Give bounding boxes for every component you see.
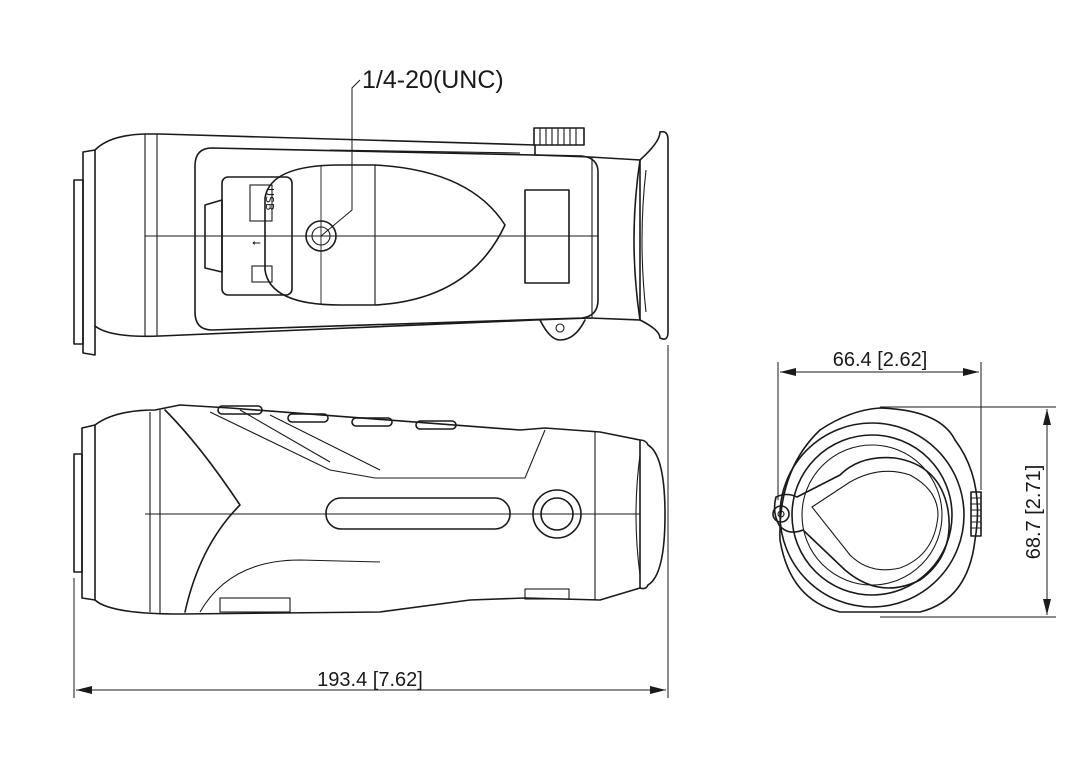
- port-door-hinge: [204, 199, 223, 273]
- lanyard-lug: [539, 319, 586, 341]
- cap-hole-inner: [777, 510, 785, 518]
- focus-knob-ridges: [539, 128, 577, 145]
- up-button: [351, 417, 393, 427]
- front-knob: [970, 491, 982, 537]
- usb-port: [249, 184, 273, 222]
- eyecup-inner: [633, 159, 641, 321]
- deck-lines: [239, 409, 381, 471]
- dim-height-arrow-bottom: [1043, 599, 1051, 615]
- lower-curve: [199, 559, 381, 613]
- dim-width-arrow-right: [963, 368, 979, 376]
- dim-width-text: 66.4 [2.62]: [833, 349, 928, 371]
- usb-label: USB: [263, 188, 276, 211]
- front-ring-outer: [779, 422, 965, 608]
- dim-height-arrow-top: [1043, 409, 1051, 425]
- dim-width: 66.4 [2.62]: [777, 349, 982, 500]
- side-eyecup-inner: [635, 454, 641, 576]
- lanyard-hole: [555, 323, 565, 333]
- focus-knob: [533, 127, 585, 146]
- usb-icon: ⭠: [252, 236, 261, 249]
- cap-hole: [772, 505, 790, 523]
- dim-length-text: 193.4 [7.62]: [317, 669, 423, 691]
- side-eyecup: [639, 439, 666, 590]
- side-view: [73, 404, 666, 615]
- thread-leader: [320, 79, 361, 237]
- sd-slot: [251, 265, 273, 283]
- dim-width-arrow-left: [780, 368, 796, 376]
- side-lens-plate-outer: [73, 453, 83, 573]
- menu-button: [287, 413, 329, 423]
- thread-callout: 1/4-20(UNC): [362, 66, 504, 94]
- front-knob-ridges: [971, 497, 981, 529]
- dim-length: 193.4 [7.62]: [73, 345, 669, 698]
- eyecup: [639, 130, 669, 340]
- down-button: [415, 420, 457, 430]
- front-ring-mid: [791, 434, 953, 596]
- eyecup-fold: [641, 169, 647, 313]
- lens-plate-inner: [82, 149, 96, 356]
- teardrop-cover: [264, 164, 506, 306]
- dim-length-arrow-left: [76, 686, 92, 694]
- front-view: [772, 407, 982, 613]
- side-slot: [325, 497, 511, 530]
- side-window: [524, 189, 570, 284]
- lens-plate-outer: [73, 179, 84, 345]
- grip-curve-front: [164, 409, 241, 613]
- front-ring-inner: [801, 444, 943, 586]
- top-view: USB ⭠ 1/4-20(UNC): [73, 66, 669, 356]
- lens-cap-inner: [811, 470, 939, 571]
- dim-length-arrow-right: [650, 686, 666, 694]
- side-window-edge: [524, 588, 570, 600]
- side-body-outline: [94, 404, 641, 615]
- dim-height-text: 68.7 [2.71]: [1023, 465, 1045, 560]
- top-deck: [209, 411, 546, 479]
- side-lens-plate-inner: [81, 424, 96, 601]
- side-port-door: [219, 597, 291, 613]
- bottom-panel: [194, 147, 599, 331]
- panel-groove: [329, 149, 521, 154]
- lens-cap: [773, 456, 950, 589]
- front-outline: [779, 407, 979, 613]
- power-button: [217, 405, 263, 415]
- dim-height: 68.7 [2.71]: [880, 406, 1056, 618]
